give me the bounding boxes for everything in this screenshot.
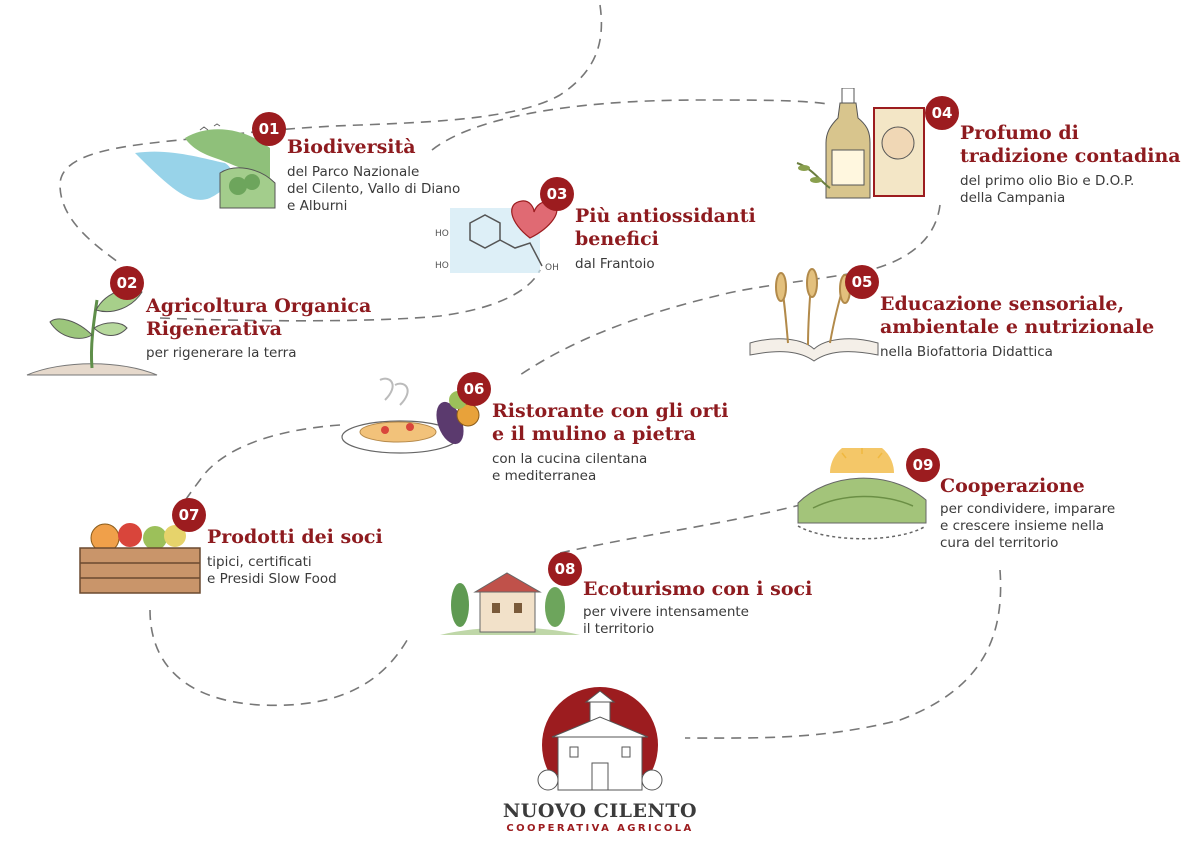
logo-subtitle: COOPERATIVA AGRICOLA [506,823,694,834]
pasta-plate-icon [341,377,480,454]
step-description: del primo olio Bio e D.O.P.della Campani… [960,173,1135,206]
step-number-badge: 03 [540,177,574,211]
svg-text:OH: OH [545,263,559,273]
step-title: Educazione sensoriale,ambientale e nutri… [880,293,1155,338]
step-number-badge: 01 [252,112,286,146]
step-number-badge: 06 [457,372,491,406]
sprout-icon [26,288,158,376]
svg-text:HO: HO [435,229,449,239]
step-number-badge: 04 [925,96,959,130]
step-description: dal Frantoio [575,256,655,272]
logo-name: NUOVO CILENTO [502,800,698,822]
farmhouse-icon [440,572,580,635]
step-description: nella Biofattoria Didattica [880,344,1053,360]
step-title: Biodiversità [287,136,416,158]
step-number-badge: 07 [172,498,206,532]
step-number-badge: 05 [845,265,879,299]
svg-text:HO: HO [435,261,449,271]
step-number-badge: 09 [906,448,940,482]
coastline-landscape-icon [135,123,276,209]
heart-molecule-icon: HO HO OH [435,200,559,273]
step-description: per rigenerare la terra [146,345,297,361]
farmhouse-logo-icon [537,687,663,800]
produce-crate-icon [79,523,201,594]
step-number-badge: 02 [110,266,144,300]
step-title: Cooperazione [940,475,1085,497]
step-title: Prodotti dei soci [207,526,383,548]
olive-oil-bottle-icon [796,88,925,199]
sunrise-hill-people-icon [797,448,927,540]
step-title: Ecoturismo con i soci [583,578,813,600]
step-number-badge: 08 [548,552,582,586]
